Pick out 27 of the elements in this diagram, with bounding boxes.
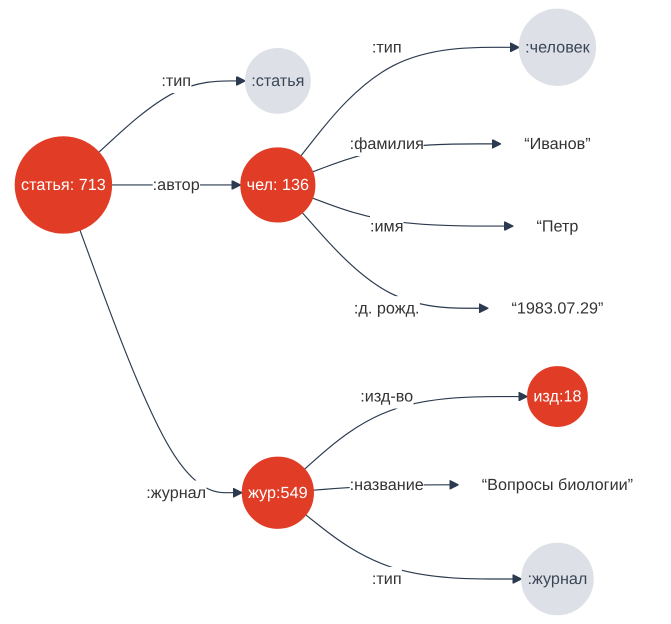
node-circle: статья: 713 xyxy=(14,136,112,234)
node-circle: изд:18 xyxy=(526,366,588,427)
node-circle: чел: 136 xyxy=(240,147,316,223)
node-circle: жур:549 xyxy=(241,456,314,529)
node-text: “Вопросы биологии” xyxy=(482,474,633,494)
arrow xyxy=(79,230,243,498)
node-text: “Иванов” xyxy=(524,134,590,153)
edge-label: :изд-во xyxy=(360,386,413,406)
arrow xyxy=(98,76,246,153)
edge-label: :имя xyxy=(370,216,404,235)
edge-label: :тип xyxy=(372,569,402,588)
edge-label: :тип xyxy=(372,38,402,56)
arrow xyxy=(300,42,520,156)
arrow xyxy=(304,391,528,470)
node-text: “Петр xyxy=(536,216,578,235)
edge-label: :название xyxy=(349,474,424,494)
edge-label: :автор xyxy=(152,175,200,194)
node-circle: :статья xyxy=(244,48,311,114)
edge-label: :тип xyxy=(161,71,191,90)
arrow xyxy=(302,212,489,314)
edge-label: :журнал xyxy=(146,482,206,502)
node-text: “1983.07.29” xyxy=(511,298,604,317)
edge-label: :фамилия xyxy=(349,134,424,153)
node-circle: :человек xyxy=(518,8,596,86)
node-circle: :журнал xyxy=(520,542,594,616)
edge-label: :д. рожд. xyxy=(354,298,420,317)
arrow xyxy=(305,514,522,584)
